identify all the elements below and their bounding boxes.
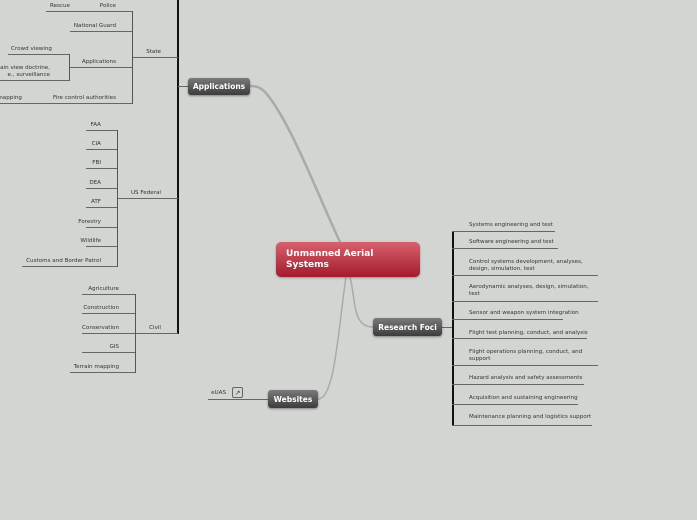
branch-line xyxy=(82,333,135,334)
research-item[interactable]: Flight operations planning, conduct, and… xyxy=(469,349,583,362)
civil-item[interactable]: Agriculture xyxy=(88,286,119,292)
research-foci-label: Research Foci xyxy=(378,322,437,332)
branch-line xyxy=(82,294,135,295)
branch-line xyxy=(135,333,178,334)
topic-rescue[interactable]: Rescue xyxy=(49,3,70,9)
branch-line xyxy=(82,313,135,314)
branch-line xyxy=(452,384,584,385)
topic-national-guard[interactable]: National Guard xyxy=(73,23,116,29)
external-link-icon[interactable]: ↗ xyxy=(232,387,243,398)
topic-state-applications[interactable]: Applications xyxy=(81,59,116,65)
branch-line xyxy=(442,327,452,328)
websites-node[interactable]: Websites xyxy=(268,390,318,408)
branch-line xyxy=(86,207,117,208)
branch-line xyxy=(208,399,268,400)
federal-item[interactable]: FAA xyxy=(90,122,101,128)
topic-plain-view-2[interactable]: e., surveillance xyxy=(7,72,50,78)
branch-connector xyxy=(135,294,136,373)
topic-us-federal[interactable]: US Federal xyxy=(130,190,161,196)
branch-connector xyxy=(117,130,118,267)
topic-police[interactable]: Police xyxy=(99,3,116,9)
civil-item[interactable]: Construction xyxy=(83,305,119,311)
branch-connector xyxy=(177,0,179,334)
branch-line xyxy=(0,80,69,81)
branch-line xyxy=(70,31,132,32)
branch-line xyxy=(452,248,558,249)
branch-line xyxy=(94,11,132,12)
federal-item[interactable]: CIA xyxy=(91,141,101,147)
website-euas[interactable]: eUAS xyxy=(211,390,226,396)
branch-connector xyxy=(452,231,454,426)
applications-label: Applications xyxy=(192,82,246,91)
applications-node[interactable]: Applications xyxy=(188,78,250,95)
civil-item[interactable]: GIS xyxy=(109,344,119,350)
branch-line xyxy=(452,365,598,366)
topic-plain-view-1[interactable]: lain view doctrine, xyxy=(0,65,50,71)
civil-item[interactable]: Terrain mapping xyxy=(73,364,119,370)
topic-mapping[interactable]: mapping xyxy=(0,95,22,101)
research-item[interactable]: Systems engineering and test xyxy=(469,222,553,228)
branch-line xyxy=(452,338,587,339)
federal-item[interactable]: DEA xyxy=(89,180,101,186)
research-item[interactable]: Sensor and weapon system integration xyxy=(469,310,579,316)
websites-label: Websites xyxy=(273,394,313,404)
research-item[interactable]: Software engineering and test xyxy=(469,239,554,245)
branch-connector xyxy=(69,54,70,81)
branch-line xyxy=(82,352,135,353)
research-foci-node[interactable]: Research Foci xyxy=(373,318,442,336)
topic-fire-control[interactable]: Fire control authorities xyxy=(52,95,116,101)
branch-line xyxy=(86,246,117,247)
federal-item[interactable]: ATF xyxy=(90,199,101,205)
branch-line xyxy=(46,11,94,12)
topic-crowd-viewing[interactable]: Crowd viewing xyxy=(11,46,52,52)
research-item[interactable]: Hazard analysis and safety assessments xyxy=(469,375,583,381)
topic-state[interactable]: State xyxy=(146,49,161,55)
branch-line xyxy=(86,188,117,189)
branch-line xyxy=(178,86,188,87)
branch-line xyxy=(70,372,135,373)
branch-line xyxy=(86,227,117,228)
branch-line xyxy=(86,149,117,150)
federal-item[interactable]: Forestry xyxy=(78,219,101,225)
branch-line xyxy=(22,266,117,267)
branch-line xyxy=(48,103,132,104)
central-topic-label: Unmanned Aerial Systems xyxy=(286,249,374,270)
civil-item[interactable]: Conservation xyxy=(82,325,119,331)
federal-item[interactable]: Wildlife xyxy=(80,238,101,244)
branch-line xyxy=(452,231,555,232)
branch-line xyxy=(8,54,69,55)
branch-line xyxy=(452,301,598,302)
branch-line xyxy=(452,275,598,276)
research-item[interactable]: Maintenance planning and logistics suppo… xyxy=(469,414,592,420)
branch-line xyxy=(86,130,117,131)
research-item[interactable]: Acquisition and sustaining engineering xyxy=(469,395,578,401)
branch-connector xyxy=(132,11,133,104)
research-item[interactable]: Flight test planning, conduct, and analy… xyxy=(469,330,588,336)
research-item[interactable]: Aerodynamic analyses, design, simulation… xyxy=(469,284,589,297)
branch-line xyxy=(452,425,592,426)
central-topic[interactable]: Unmanned Aerial Systems xyxy=(276,242,420,277)
branch-line xyxy=(452,404,578,405)
research-item[interactable]: Control systems development, analyses, d… xyxy=(469,259,583,272)
federal-item[interactable]: Customs and Border Patrol xyxy=(26,258,101,264)
branch-line xyxy=(0,103,48,104)
branch-line xyxy=(132,57,178,58)
federal-item[interactable]: FBI xyxy=(92,160,101,166)
branch-line xyxy=(452,319,563,320)
branch-line xyxy=(86,168,117,169)
branch-line xyxy=(117,198,178,199)
branch-line xyxy=(69,67,132,68)
topic-civil[interactable]: Civil xyxy=(149,325,161,331)
